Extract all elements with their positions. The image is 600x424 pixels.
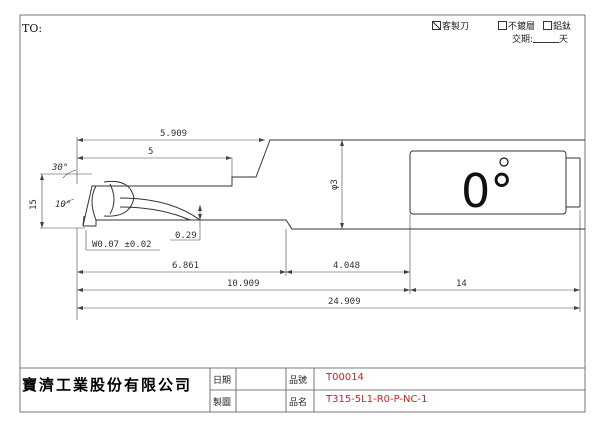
option-customer-made-label: 客製刀 [442,22,470,32]
dim-15: 15 [29,199,39,210]
company-name: 寶濟工業股份有限公司 [22,376,193,394]
dim-10deg: 10° [55,200,71,210]
checkbox-altin-icon [543,21,552,30]
neck-relief-inner [119,206,191,221]
part-no-label: 品號 [289,376,308,386]
option-customer-made: 客製刀 [432,19,469,32]
dim-4048: 4.048 [333,261,360,271]
dimension-arrows [40,138,580,310]
option-altin-label: 鋁鈦 [553,22,572,32]
dim-029: 0.29 [175,231,197,241]
delivery-unit: 天 [559,35,569,45]
shank-outline [409,150,567,215]
part-name-label: 品名 [289,398,308,408]
delivery-time: 交期: 天 [512,32,568,45]
dim-5909: 5.909 [160,129,187,139]
option-no-coating: 不鍍層 [498,19,535,32]
dim-30deg: 30° [51,163,68,173]
title-block-grid [20,367,585,412]
tool-bottom-edge [83,219,585,230]
tip-clearance [103,180,135,217]
option-altin: 鋁鈦 [543,19,571,32]
dim-phi3: φ3 [330,179,340,190]
part-name-value: T315-5L1-R0-P-NC-1 [326,394,428,405]
date-label: 日期 [213,376,232,386]
checkbox-customer-made-icon [432,21,441,30]
degree-circle-icon [499,157,509,167]
part-no-value: T00014 [326,372,364,383]
angle-mark-text: 0° [461,164,513,218]
drawn-label: 製圖 [213,398,232,408]
dim-14: 14 [456,279,467,289]
delivery-label: 交期: [512,35,534,45]
dim-w007: W0.07 ±0.02 [92,240,152,250]
checkbox-no-coating-icon [498,21,507,30]
to-label: TO: [22,22,43,35]
dimension-lines [40,137,581,320]
tool-tip-edge [82,215,85,227]
dim-6861: 6.861 [172,261,199,271]
option-no-coating-label: 不鍍層 [508,22,536,32]
delivery-blank [533,34,560,43]
dim-5: 5 [148,147,153,157]
dim-10909: 10.909 [227,279,260,289]
dim-24909: 24.909 [328,297,361,307]
sheet-border [19,14,586,413]
neck-relief-curve [119,197,201,221]
tip-flute [91,185,97,221]
tip-rake [109,183,115,215]
